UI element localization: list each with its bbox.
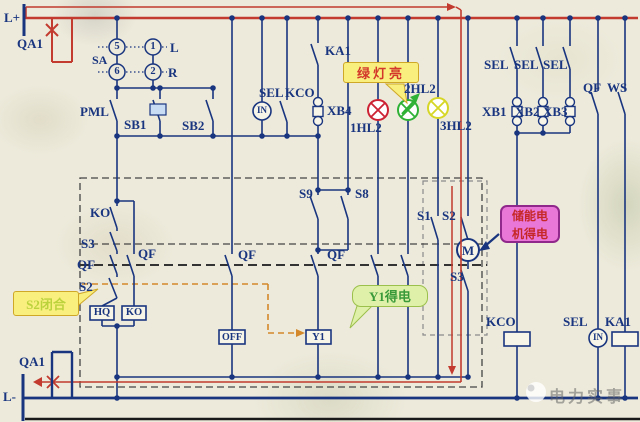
callout-green-lamp-on: 绿灯亮 <box>343 62 419 83</box>
xb-link-symbols <box>312 96 576 127</box>
label-s3-right: S3 <box>450 269 464 284</box>
label-qf-branch: QF <box>138 246 157 261</box>
sb1-button-square <box>149 103 167 116</box>
dashed-boxes <box>79 177 488 388</box>
label-xb1: XB1 <box>482 104 507 119</box>
label-l-minus: L- <box>3 389 16 404</box>
label-qa1-bottom: QA1 <box>19 354 45 369</box>
label-ws: WS <box>607 80 628 95</box>
label-sel-bottom: SEL <box>563 314 588 329</box>
indicator-lamp-red <box>367 99 389 121</box>
label-s2-left: S2 <box>79 279 93 294</box>
label-ka1-coil: KA1 <box>605 314 631 329</box>
label-l-plus: L+ <box>4 10 21 25</box>
sa-selector-switch <box>108 38 162 81</box>
motor-circle <box>456 238 480 262</box>
label-sa-contact-2: 2 <box>150 66 156 77</box>
green-arrow <box>401 98 417 115</box>
label-y1-coil: Y1 <box>312 332 325 343</box>
symbols-group <box>89 38 639 348</box>
label-qf-y1-col: QF <box>327 247 346 262</box>
label-xb3: XB3 <box>543 104 568 119</box>
label-sel-mid: SEL <box>259 85 284 100</box>
label-s9: S9 <box>299 186 313 201</box>
label-xb2: XB2 <box>515 104 540 119</box>
indicator-lamp-yellow <box>427 97 449 119</box>
label-sa: SA <box>92 53 108 67</box>
label-qf-off-col: QF <box>238 247 257 262</box>
label-sa-r: R <box>168 65 178 80</box>
label-xb4: XB4 <box>327 103 352 118</box>
label-s1: S1 <box>417 208 431 223</box>
label-sb2: SB2 <box>182 118 205 133</box>
label-ko-coil: KO <box>125 307 143 318</box>
label-3hl2: 3HL2 <box>440 118 472 133</box>
in-circle-mid <box>252 101 272 121</box>
indicator-lamp-green <box>397 99 419 121</box>
label-hq-coil: HQ <box>93 307 111 318</box>
label-in-mid: IN <box>256 105 267 115</box>
label-sa-contact-1: 1 <box>150 41 156 52</box>
label-2hl2: 2HL2 <box>404 81 436 96</box>
label-sel-c: SEL <box>543 57 568 72</box>
label-1hl2: 1HL2 <box>350 120 382 135</box>
callout-motor-line2: 机得电 <box>511 227 548 241</box>
label-sel-b: SEL <box>514 57 539 72</box>
wires-group <box>98 18 626 398</box>
label-qf-right: QF <box>583 80 602 95</box>
label-pml: PML <box>80 104 109 119</box>
label-s3-left: S3 <box>81 236 95 251</box>
label-kco-coil: KCO <box>486 314 516 329</box>
watermark-logo <box>526 382 546 402</box>
orange-trace <box>82 283 305 337</box>
label-off-coil: OFF <box>222 332 242 343</box>
label-m: M <box>461 243 475 258</box>
label-sa-l: L <box>170 40 179 55</box>
energized-path <box>24 3 638 389</box>
label-ka1-top: KA1 <box>325 43 351 58</box>
label-sa-contact-6: 6 <box>114 66 120 77</box>
label-kco-mid: KCO <box>285 85 315 100</box>
watermark-text: 电力实事 <box>549 389 626 406</box>
label-sa-contact-5: 5 <box>114 41 120 52</box>
label-ko-switch: KO <box>90 205 111 220</box>
label-sel-a: SEL <box>484 57 509 72</box>
label-s8: S8 <box>355 186 369 201</box>
callout-motor-line1: 储能电 <box>511 209 548 223</box>
label-qf-left: QF <box>77 257 96 272</box>
callout-y1-energized: Y1得电 <box>352 285 428 307</box>
callout-motor-energized: 储能电 机得电 <box>500 205 560 243</box>
label-s2-right: S2 <box>442 208 456 223</box>
in-circle-bottom <box>588 328 608 348</box>
label-in-bottom: IN <box>592 332 603 342</box>
label-qa1-top: QA1 <box>17 36 43 51</box>
callout-s2-closed: S2闭合 <box>13 291 79 316</box>
label-sb1: SB1 <box>124 117 147 132</box>
coil-boxes <box>89 305 639 347</box>
junction-dots <box>114 15 628 401</box>
